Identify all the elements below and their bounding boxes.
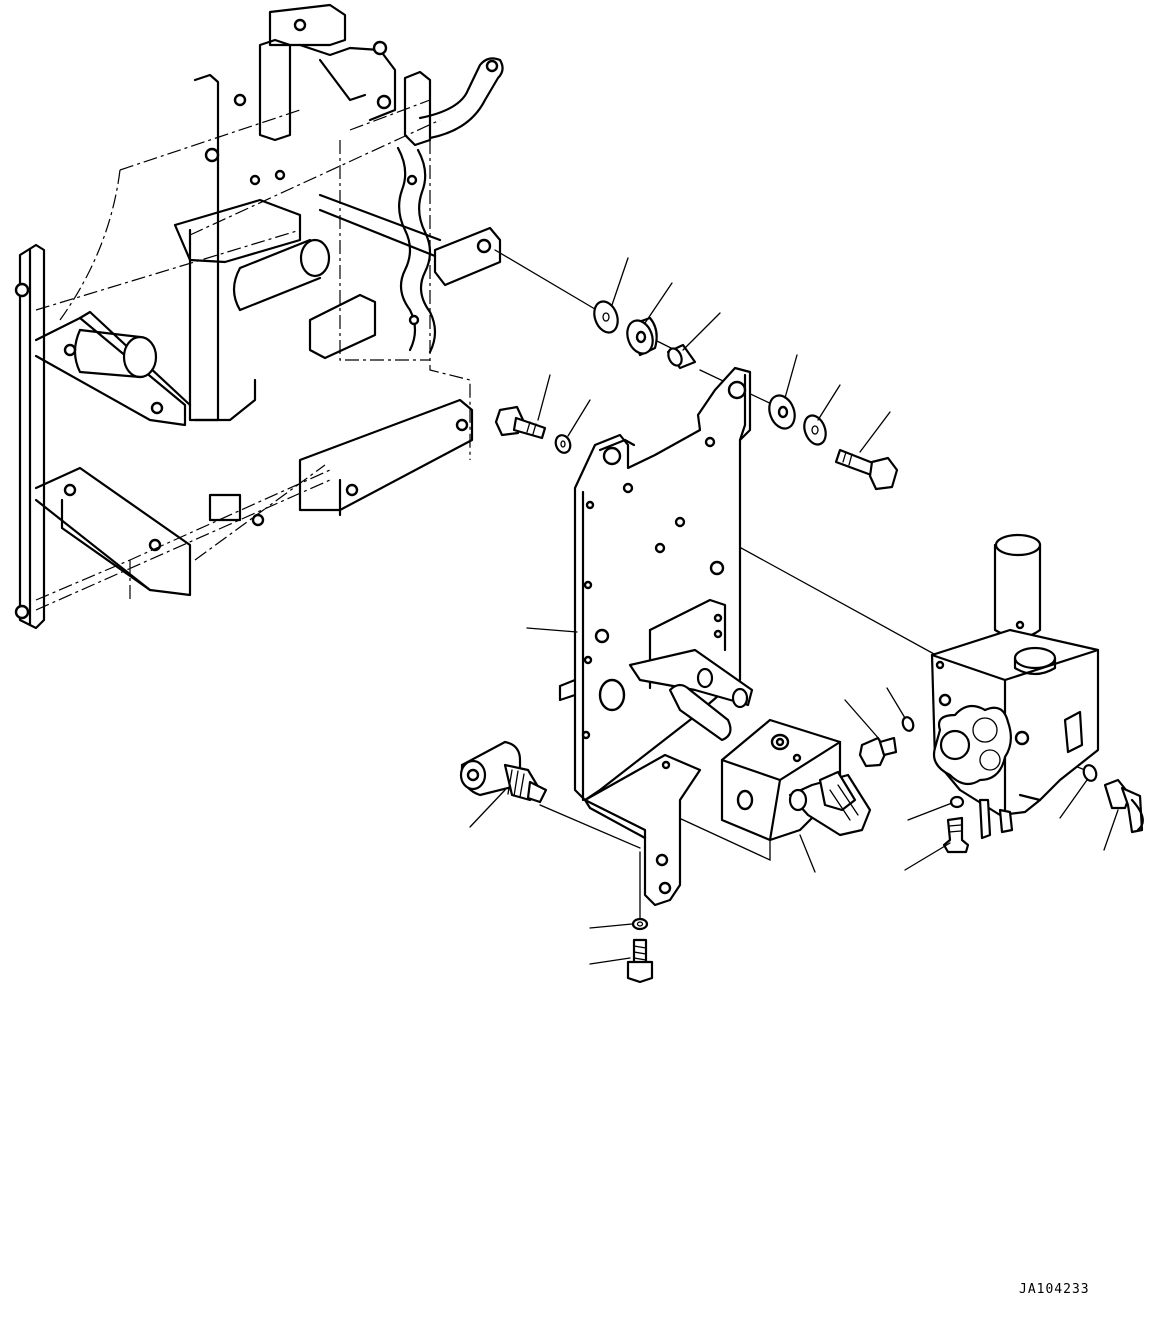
elbow-fitting	[942, 816, 970, 854]
plug-small	[949, 795, 965, 809]
leader-lines	[469, 257, 1119, 965]
o-ring-1	[901, 716, 915, 732]
spacer-2	[768, 394, 796, 430]
coil-bracket	[628, 648, 754, 742]
valve-block	[720, 718, 872, 842]
o-ring-2	[1082, 764, 1098, 782]
washer-1	[593, 300, 619, 334]
control-valve	[930, 533, 1100, 840]
washer-bottom	[631, 917, 649, 931]
mounting-plate	[558, 366, 752, 907]
drawing-code: JA104233	[1019, 1282, 1090, 1297]
washer-left	[554, 434, 572, 454]
sleeve-pin	[666, 343, 697, 370]
washer-2	[803, 414, 827, 446]
bolt-bottom	[626, 938, 654, 984]
pressure-switch-left	[459, 740, 548, 804]
bolt-right	[834, 448, 899, 491]
plug-bolt	[858, 736, 898, 768]
spacer-1	[626, 316, 658, 357]
main-frame	[14, 3, 504, 630]
pressure-switch-right	[1103, 778, 1144, 834]
bolt-left	[494, 405, 547, 440]
